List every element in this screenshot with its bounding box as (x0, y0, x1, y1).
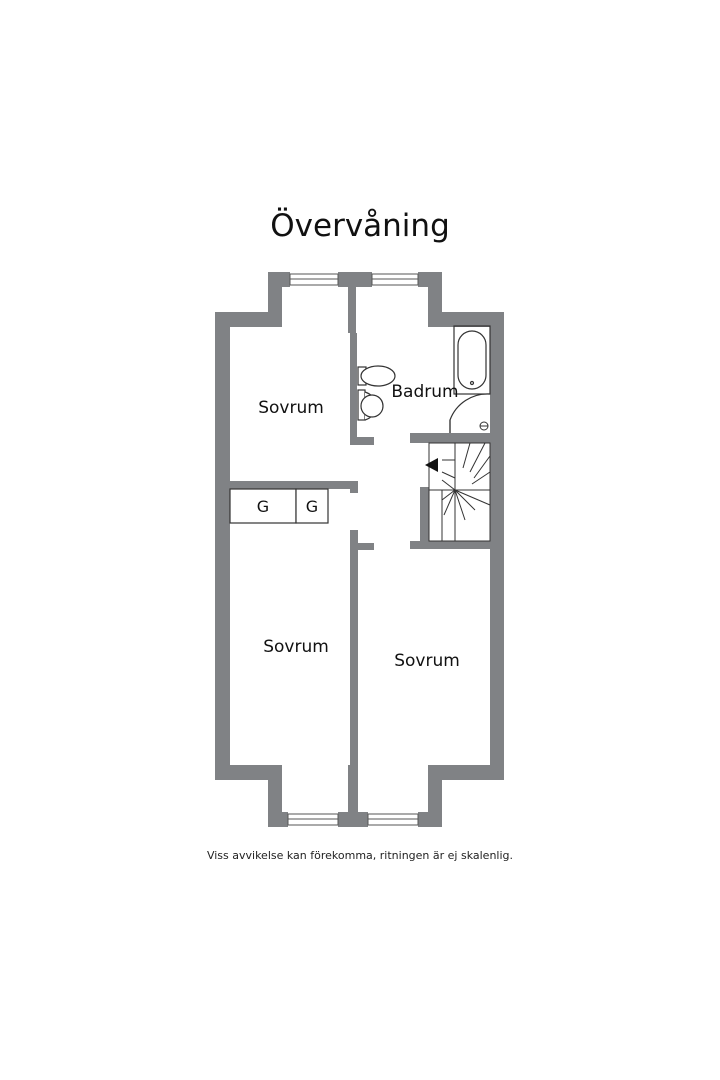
disclaimer-note: Viss avvikelse kan förekomma, ritningen … (206, 849, 514, 862)
room-label-bedroom-bottom-right: Sovrum (394, 651, 460, 671)
sink-icon (357, 389, 384, 421)
shower-head-icon (479, 421, 489, 431)
plan-title: Övervåning (270, 208, 450, 244)
toilet-icon (357, 365, 396, 387)
room-label-bedroom-bottom-left: Sovrum (263, 637, 329, 657)
room-label-bathroom: Badrum (391, 382, 458, 402)
wardrobe-label-2: G (306, 497, 318, 516)
shower (449, 393, 491, 433)
wardrobes (229, 488, 329, 524)
interior-walls (230, 287, 490, 812)
staircase (428, 442, 491, 542)
room-label-bedroom-top-left: Sovrum (258, 398, 324, 418)
stair-direction-arrow-icon (425, 458, 438, 472)
bathtub (453, 325, 491, 395)
outer-walls (215, 272, 504, 827)
wardrobe-label-1: G (257, 497, 269, 516)
windows (287, 273, 419, 826)
